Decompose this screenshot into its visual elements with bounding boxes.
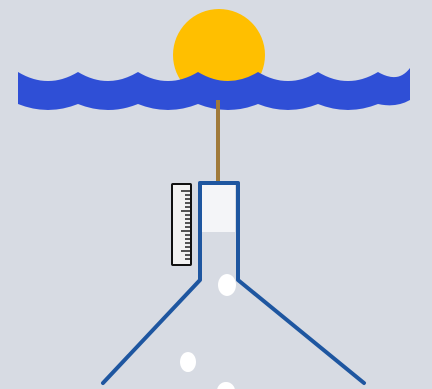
ruler-body — [171, 183, 192, 266]
bubble-icon — [180, 352, 196, 372]
ruler-icon — [171, 183, 192, 266]
ruler-ticks — [181, 190, 190, 260]
bubble-icon — [218, 274, 236, 296]
rope — [216, 100, 220, 182]
flask-window — [202, 183, 235, 232]
water-waves-icon — [18, 68, 410, 110]
flask-outline — [101, 181, 366, 385]
flask-icon — [101, 181, 366, 385]
bubble-icon — [217, 382, 235, 389]
